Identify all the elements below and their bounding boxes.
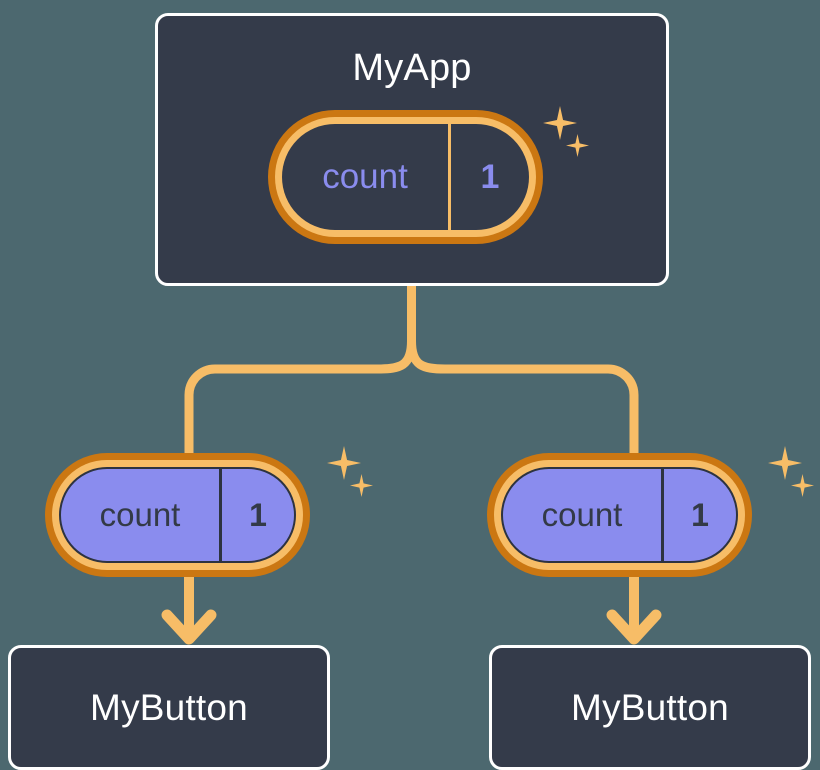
sparkle-icon (768, 446, 802, 480)
state-pill-inner-ring: count 1 (494, 460, 745, 570)
sparkle-icon (327, 446, 361, 480)
state-value-label: 1 (661, 469, 736, 561)
state-key-label: count (322, 157, 408, 196)
component-card-mybutton-right[interactable]: MyButton (489, 645, 811, 770)
state-pill-mybutton-left[interactable]: count 1 (45, 453, 310, 577)
sparkle-icon (791, 474, 814, 497)
state-value-label: 1 (448, 124, 529, 230)
state-pill-body: count 1 (59, 467, 296, 563)
state-pill-mybutton-right[interactable]: count 1 (487, 453, 752, 577)
state-pill-inner-ring: count 1 (275, 117, 536, 237)
state-pill-myapp[interactable]: count 1 (268, 110, 543, 244)
arrow-down-icon-right-head (606, 609, 662, 645)
component-title: MyButton (571, 686, 729, 728)
state-pill-inner-ring: count 1 (52, 460, 303, 570)
state-pill-body: count 1 (282, 124, 529, 230)
state-pill-outer-ring: count 1 (268, 110, 543, 244)
state-value-label: 1 (219, 469, 294, 561)
branch-connector-right (407, 340, 639, 459)
state-key-label: count (541, 496, 623, 533)
state-pill-outer-ring: count 1 (487, 453, 752, 577)
state-pill-outer-ring: count 1 (45, 453, 310, 577)
arrow-down-icon-left-head (161, 609, 217, 645)
state-key-label: count (99, 496, 181, 533)
state-pill-body: count 1 (501, 467, 738, 563)
page-title: MyApp (352, 47, 472, 89)
component-card-mybutton-left[interactable]: MyButton (8, 645, 330, 770)
sparkle-icon (350, 474, 373, 497)
component-title: MyButton (90, 686, 248, 728)
branch-connector-left (184, 340, 416, 459)
